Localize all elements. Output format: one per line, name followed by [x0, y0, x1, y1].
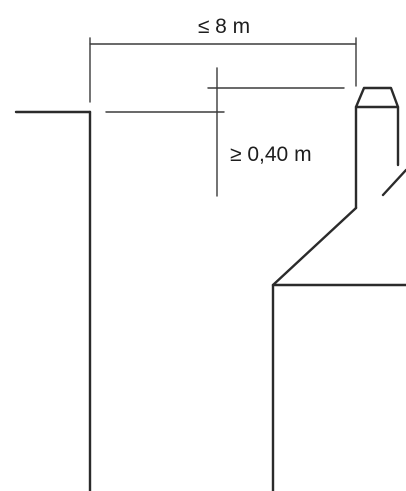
chimney-outline — [354, 86, 400, 210]
adjacent-building — [14, 110, 92, 491]
horizontal-dimension: ≤ 8 m — [89, 15, 357, 103]
roof-slope-left — [271, 206, 358, 287]
horizontal-dimension-label: ≤ 8 m — [198, 15, 250, 38]
vertical-dimension-label: ≥ 0,40 m — [230, 143, 312, 166]
house-with-chimney — [271, 86, 406, 491]
vertical-dimension: ≥ 0,40 m — [105, 67, 345, 197]
roof-slope-right — [381, 168, 406, 197]
house-wall — [271, 283, 406, 491]
